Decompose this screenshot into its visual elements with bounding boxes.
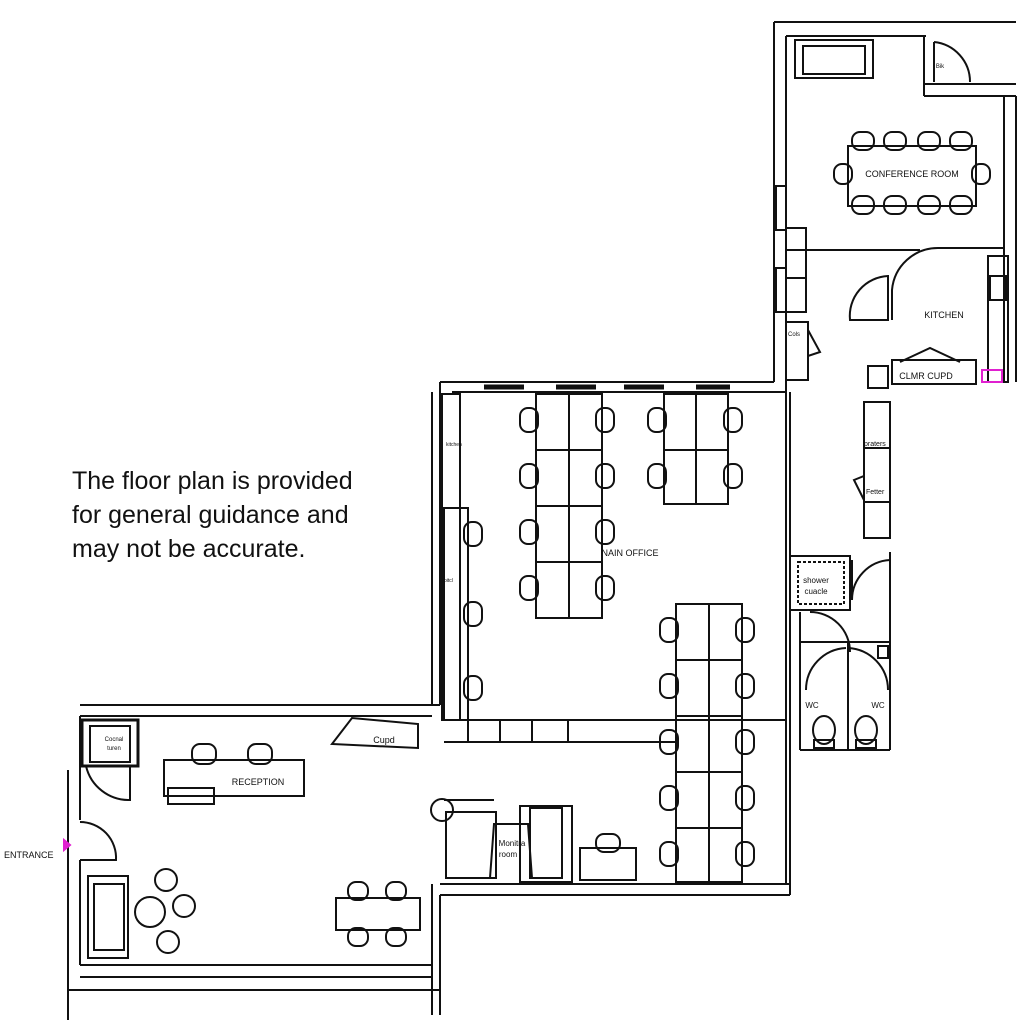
small-side-label: Cols — [788, 332, 800, 338]
top-right-small-label: Bik — [936, 64, 945, 70]
conference-room-label: CONFERENCE ROOM — [865, 169, 959, 179]
main-office-label: NAIN OFFICE — [601, 548, 658, 558]
small-right-label-1: praters — [864, 441, 886, 448]
reception-area — [79, 716, 421, 959]
chairs — [191, 131, 991, 947]
meeting-room — [430, 798, 637, 883]
accent-markers — [63, 369, 1003, 853]
meeting-room-label-1: Monitra — [499, 839, 526, 848]
room-labels: CONFERENCE ROOM KITCHEN CLMR CUPD NAIN O… — [4, 64, 964, 860]
kitchen-label: KITCHEN — [924, 310, 964, 320]
office-desks — [441, 393, 786, 883]
conference-room — [786, 39, 1004, 321]
shower-label-2: cuacle — [804, 587, 828, 596]
disclaimer-line-1: The floor plan is provided — [72, 467, 353, 495]
disclaimer-line-3: may not be accurate. — [72, 535, 306, 563]
meeting-room-label-2: room — [499, 850, 518, 859]
wc-left-label: WC — [805, 701, 819, 710]
small-right-label-2: Fetter — [866, 489, 885, 496]
clmr-cupd-label: CLMR CUPD — [899, 371, 953, 381]
wc-right-label: WC — [871, 701, 885, 710]
disclaimer-line-2: for general guidance and — [72, 501, 349, 529]
small-left-label-2: bitcl — [444, 578, 453, 584]
bathroom-block — [789, 401, 891, 751]
right-wing-cabinets — [775, 185, 822, 381]
shower-label-1: shower — [803, 576, 829, 585]
reception-cabinet-label-2: turen — [107, 746, 121, 752]
exterior-walls — [67, 21, 1017, 1020]
reception-label: RECEPTION — [232, 777, 285, 787]
entrance-label: ENTRANCE — [4, 850, 54, 860]
reception-cabinet-label-1: Cocnal — [105, 737, 124, 743]
disclaimer-note: The floor plan is provided for general g… — [72, 464, 402, 566]
cupd-label: Cupd — [373, 735, 395, 745]
small-left-label-1: kitchen — [446, 442, 462, 448]
